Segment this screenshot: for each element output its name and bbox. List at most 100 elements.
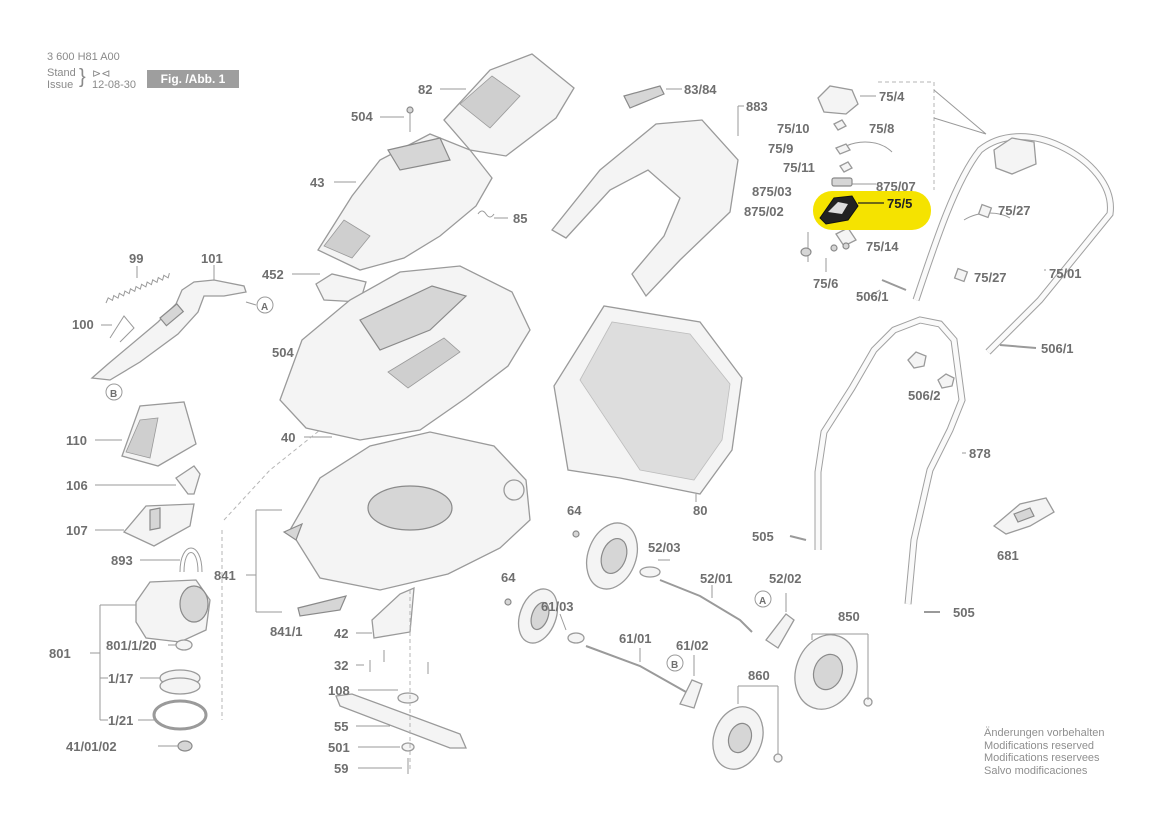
washer-801-1-20-part bbox=[168, 639, 193, 651]
switch-assembly-part bbox=[800, 81, 987, 272]
label-100: 100 bbox=[72, 317, 94, 332]
stand-label: Stand bbox=[47, 67, 76, 79]
label-681: 681 bbox=[997, 548, 1019, 563]
label-75-4: 75/4 bbox=[879, 89, 905, 104]
label-99: 99 bbox=[129, 251, 143, 266]
stand-brace: } bbox=[79, 66, 86, 88]
label-504-mid: 504 bbox=[272, 345, 294, 360]
label-75-14: 75/14 bbox=[866, 239, 899, 254]
label-505-right: 505 bbox=[953, 605, 975, 620]
deck-841-part bbox=[246, 431, 531, 617]
switch-unit-75-5-part bbox=[819, 195, 884, 225]
label-64-left: 64 bbox=[501, 570, 516, 585]
pulley-1-17-part bbox=[100, 669, 201, 695]
housing-40-part bbox=[279, 265, 531, 441]
wheel-left-part bbox=[504, 588, 559, 644]
bolt-59-part bbox=[358, 758, 409, 774]
label-860: 860 bbox=[748, 668, 770, 683]
label-452: 452 bbox=[262, 267, 284, 282]
label-80: 80 bbox=[693, 503, 707, 518]
label-ref-a2: A bbox=[759, 596, 766, 607]
note-de: Änderungen vorbehalten bbox=[984, 727, 1105, 739]
washer-501-part bbox=[358, 742, 415, 752]
label-875-03: 875/03 bbox=[752, 184, 792, 199]
screw-504-top-part bbox=[380, 106, 414, 132]
label-52-03: 52/03 bbox=[648, 540, 681, 555]
ref-marker-a1 bbox=[256, 296, 274, 314]
bracket-106-part bbox=[95, 465, 201, 495]
doc-number: 3 600 H81 A00 bbox=[47, 51, 120, 63]
label-75-9: 75/9 bbox=[768, 141, 793, 156]
note-es: Salvo modificaciones bbox=[984, 764, 1088, 777]
spring-85-part bbox=[477, 210, 508, 219]
issue-date: 12-08-30 bbox=[92, 79, 137, 91]
label-ref-b1: B bbox=[110, 389, 117, 400]
wheels-860-part bbox=[712, 685, 783, 770]
axle-61-01-part bbox=[585, 645, 687, 693]
label-506-1-top: 506/1 bbox=[856, 289, 889, 304]
label-875-02: 875/02 bbox=[744, 204, 784, 219]
wheel-top-part bbox=[572, 522, 639, 590]
label-75-01: 75/01 bbox=[1049, 266, 1082, 281]
label-1-17: 1/17 bbox=[108, 671, 133, 686]
label-ref-a1: A bbox=[261, 302, 268, 313]
screw-506-1-top-part bbox=[869, 279, 907, 297]
clip-681-part bbox=[992, 497, 1055, 535]
label-43: 43 bbox=[310, 175, 324, 190]
label-107: 107 bbox=[66, 523, 88, 538]
label-841: 841 bbox=[214, 568, 236, 583]
label-52-01: 52/01 bbox=[700, 571, 733, 586]
label-875-07: 875/07 bbox=[876, 179, 916, 194]
bushing-61-03-part bbox=[559, 613, 585, 644]
label-41-01-02: 41/01/02 bbox=[66, 739, 117, 754]
label-32: 32 bbox=[334, 658, 348, 673]
lever-101-part bbox=[90, 265, 257, 381]
label-841-1: 841/1 bbox=[270, 624, 303, 639]
label-504-top: 504 bbox=[351, 109, 373, 124]
label-40: 40 bbox=[281, 430, 295, 445]
note-en: Modifications reserved bbox=[984, 739, 1095, 752]
blade-55-part bbox=[335, 693, 467, 749]
label-801: 801 bbox=[49, 646, 71, 661]
label-75-27-bottom: 75/27 bbox=[974, 270, 1007, 285]
cable-893-part bbox=[140, 547, 203, 573]
axle-52-01-part bbox=[659, 579, 753, 633]
stand-symbol-icon: ⊳⊲ bbox=[92, 68, 111, 80]
label-108: 108 bbox=[328, 683, 350, 698]
wheels-850-part bbox=[794, 633, 873, 710]
label-52-02: 52/02 bbox=[769, 571, 802, 586]
cover-110-part bbox=[95, 401, 197, 467]
screw-505-part bbox=[789, 535, 940, 613]
label-506-1-right: 506/1 bbox=[1041, 341, 1074, 356]
label-85: 85 bbox=[513, 211, 527, 226]
label-ref-b2: B bbox=[671, 660, 678, 671]
ref-marker-a2 bbox=[754, 590, 772, 608]
label-801-1-20: 801/1/20 bbox=[106, 638, 157, 653]
screws-32-part bbox=[356, 650, 429, 674]
label-75-6: 75/6 bbox=[813, 276, 838, 291]
label-61-01: 61/01 bbox=[619, 631, 652, 646]
spring-99-part bbox=[105, 266, 170, 304]
upper-handle-75-01-part bbox=[912, 133, 1114, 355]
label-850: 850 bbox=[838, 609, 860, 624]
label-506-2: 506/2 bbox=[908, 388, 941, 403]
label-110: 110 bbox=[66, 433, 87, 448]
note-fr: Modifications reservees bbox=[984, 752, 1100, 764]
box-107-part bbox=[95, 503, 195, 547]
lower-handle-878-part bbox=[814, 316, 966, 605]
grass-box-80-part bbox=[553, 305, 743, 502]
label-61-03: 61/03 bbox=[541, 599, 574, 614]
cover-82-part bbox=[440, 53, 575, 157]
motor-801-part bbox=[90, 579, 211, 720]
label-106: 106 bbox=[66, 478, 88, 493]
bracket-61-02-part bbox=[679, 655, 703, 709]
label-75-8: 75/8 bbox=[869, 121, 894, 136]
clip-100-part bbox=[101, 315, 135, 343]
label-82: 82 bbox=[418, 82, 432, 97]
label-878: 878 bbox=[969, 446, 991, 461]
label-505-left: 505 bbox=[752, 529, 774, 544]
label-64-top: 64 bbox=[567, 503, 582, 518]
label-61-02: 61/02 bbox=[676, 638, 709, 653]
